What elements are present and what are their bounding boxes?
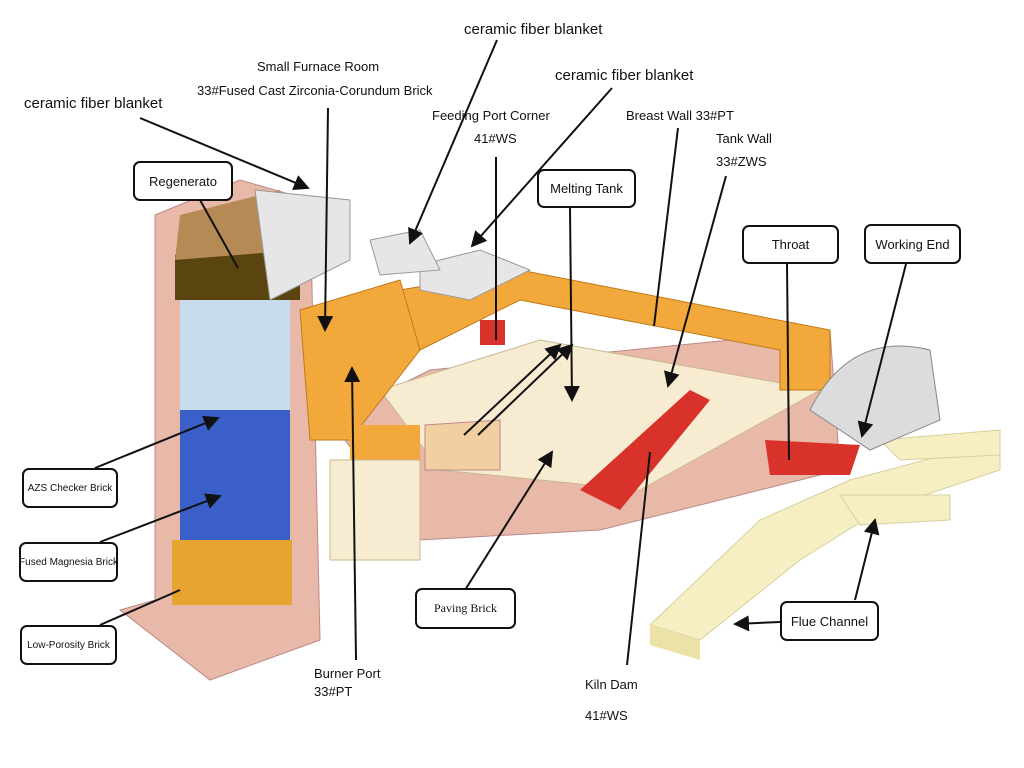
label-kiln-dam-material: 41#WS bbox=[585, 708, 628, 723]
box-low-porosity-brick: Low-Porosity Brick bbox=[20, 625, 117, 665]
box-paving-brick: Paving Brick bbox=[415, 588, 516, 629]
box-melting-tank: Melting Tank bbox=[537, 169, 636, 208]
box-flue-channel: Flue Channel bbox=[780, 601, 879, 641]
label-feeding-port-material: 41#WS bbox=[474, 131, 517, 146]
label-ceramic-fiber-blanket-top: ceramic fiber blanket bbox=[464, 21, 603, 38]
box-throat: Throat bbox=[742, 225, 839, 264]
label-kiln-dam: Kiln Dam bbox=[585, 677, 638, 692]
melting-furnace-structure bbox=[299, 229, 941, 561]
label-tank-wall: Tank Wall bbox=[716, 131, 772, 146]
flue-channel-structure bbox=[649, 429, 1001, 660]
label-feeding-port-corner: Feeding Port Corner bbox=[432, 108, 550, 123]
label-breast-wall: Breast Wall 33#PT bbox=[626, 108, 734, 123]
label-small-furnace-room-material: 33#Fused Cast Zirconia-Corundum Brick bbox=[197, 83, 433, 98]
label-burner-port: Burner Port bbox=[314, 666, 381, 681]
label-small-furnace-room: Small Furnace Room bbox=[257, 59, 380, 74]
box-fused-magnesia-brick: Fused Magnesia Brick bbox=[19, 542, 118, 582]
box-regenerator: Regenerato bbox=[133, 161, 233, 201]
label-burner-port-material: 33#PT bbox=[314, 684, 353, 699]
box-azs-checker-brick: AZS Checker Brick bbox=[22, 468, 118, 508]
regenerator-structure bbox=[118, 179, 351, 681]
box-working-end: Working End bbox=[864, 224, 961, 264]
label-tank-wall-material: 33#ZWS bbox=[716, 154, 767, 169]
leader-lines bbox=[94, 39, 907, 666]
label-ceramic-fiber-blanket-left: ceramic fiber blanket bbox=[24, 95, 163, 112]
label-ceramic-fiber-blanket-right: ceramic fiber blanket bbox=[555, 67, 694, 84]
